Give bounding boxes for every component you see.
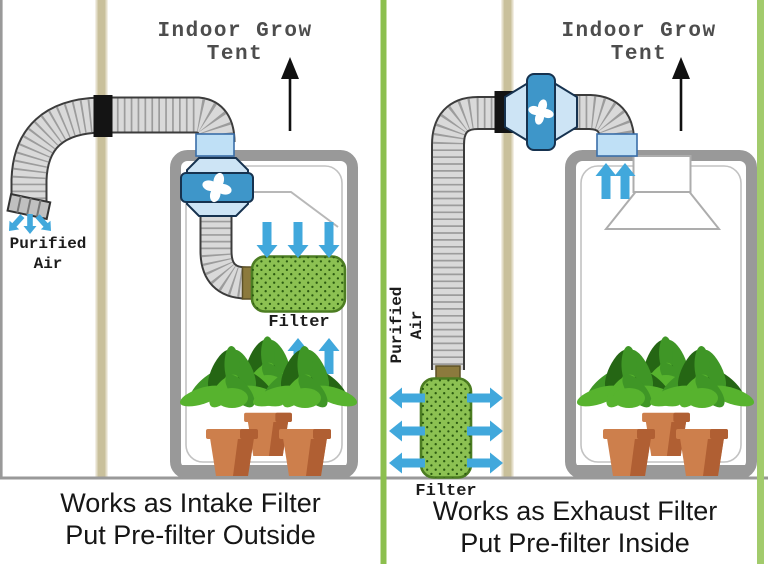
purified-air-line1: Purified [9, 235, 87, 253]
wall [95, 0, 108, 478]
filter-label: Filter [268, 313, 330, 332]
carbon-filter [241, 255, 347, 313]
right-arrow-icon [467, 452, 503, 474]
inline-fan [504, 73, 578, 151]
exhaust-direction-arrow [281, 57, 299, 131]
filter-label: Filter [415, 482, 477, 501]
caption-intake: Works as Intake Filter Put Pre-filter Ou… [0, 487, 381, 551]
tent-frame-line [248, 191, 339, 228]
panel-intake [0, 0, 381, 480]
duct-open-end [6, 192, 52, 221]
panel-divider [380, 0, 387, 564]
caption-line2: Put Pre-filter Outside [65, 520, 316, 550]
purified-air-line2: Air [33, 255, 63, 273]
left-arrow-icon [389, 420, 425, 442]
purified-air-arrow-icon [4, 211, 28, 236]
panel-exhaust [386, 0, 768, 480]
tent-floor [574, 465, 748, 476]
duct-hose-fan-to-filter [199, 214, 249, 300]
image-border [757, 0, 764, 564]
right-arrow-icon [467, 387, 503, 409]
left-arrow-icon [389, 452, 425, 474]
right-arrow-icon [467, 420, 503, 442]
tent-title: Indoor Grow Tent [157, 20, 313, 66]
room-edge-line [0, 0, 3, 479]
duct-hose-fan-to-filter [431, 96, 520, 370]
caption-line2: Put Pre-filter Inside [460, 528, 690, 558]
left-arrow-icon [389, 387, 425, 409]
duct-connector [596, 133, 638, 157]
inline-fan [180, 133, 254, 300]
wall [501, 0, 514, 478]
caption-line1: Works as Exhaust Filter [432, 496, 718, 526]
exhaust-direction-arrow [672, 57, 690, 131]
purified-air-line2: Air [408, 310, 426, 340]
wall-pass-through [93, 95, 113, 137]
purified-air-label-rotated: Purified Air [387, 265, 429, 385]
caption-exhaust: Works as Exhaust Filter Put Pre-filter I… [387, 495, 763, 559]
tent-floor [179, 465, 349, 476]
duct-connector [195, 133, 235, 157]
tent-title: Indoor Grow Tent [561, 20, 717, 66]
grow-light-hood-icon [603, 155, 722, 230]
caption-line1: Works as Intake Filter [60, 488, 321, 518]
purified-air-label: Purified Air [2, 234, 94, 274]
purified-air-line1: Purified [388, 286, 406, 364]
